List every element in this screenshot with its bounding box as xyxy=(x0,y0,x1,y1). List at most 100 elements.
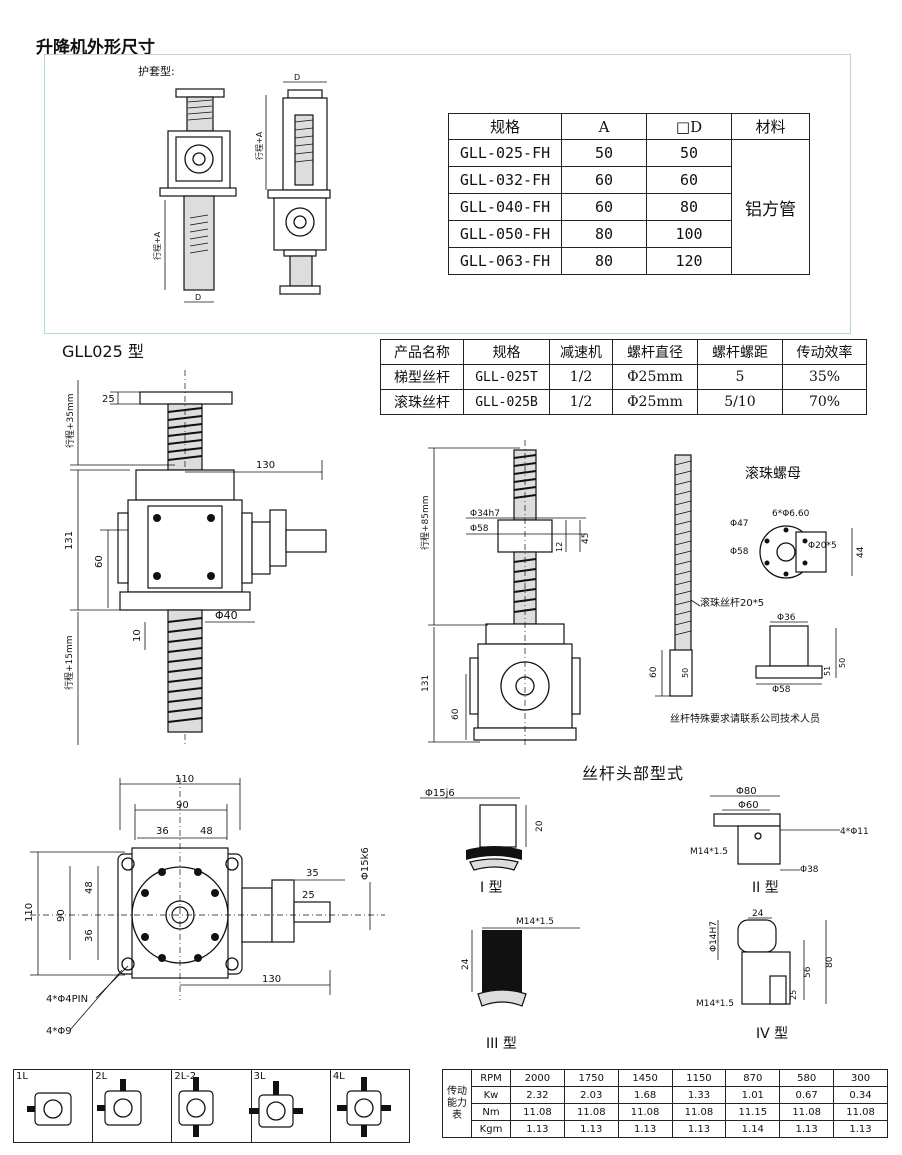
capacity-cell: 1.13 xyxy=(779,1120,835,1138)
product-cell: GLL-025B xyxy=(463,389,550,415)
dim-36-side: 36 xyxy=(84,929,95,942)
capacity-row-label: Kw xyxy=(471,1086,511,1104)
product-cell: GLL-025T xyxy=(463,364,550,390)
mount-type-2l-2: 2L-2 xyxy=(172,1070,252,1142)
capacity-cell: 1.13 xyxy=(510,1120,565,1138)
screw-head-title: 丝杆头部型式 xyxy=(582,764,685,783)
capacity-table: 传动能力表 RPM 2000 1750 1450 1150 870 580 30… xyxy=(442,1069,888,1138)
phi-47: Φ47 xyxy=(730,519,749,529)
front-view-drawing: 25 行程+35mm 130 131 60 10 Φ40 行程+15mm xyxy=(63,370,327,745)
spec-cell: GLL-032-FH xyxy=(448,166,562,194)
spec-cell: 80 xyxy=(561,220,647,248)
dim-50: 50 xyxy=(681,668,690,678)
dim-90-top: 90 xyxy=(176,800,189,811)
m14-type4: M14*1.5 xyxy=(696,999,734,1009)
left-d-label: D xyxy=(195,293,201,302)
dim-35: 35 xyxy=(306,868,319,879)
capacity-cell: 2.32 xyxy=(510,1086,565,1104)
capacity-row-label: Nm xyxy=(471,1103,511,1121)
type-4-label: IV 型 xyxy=(756,1026,788,1042)
page-title: 升降机外形尺寸 xyxy=(36,38,155,58)
spec-material: 铝方管 xyxy=(731,139,810,275)
spec-cell: 120 xyxy=(646,247,732,275)
dim-36-top: 36 xyxy=(156,826,169,837)
capacity-cell: 11.08 xyxy=(617,1103,673,1121)
capacity-cell: 0.67 xyxy=(779,1086,835,1104)
product-header: 螺杆螺距 xyxy=(697,339,783,365)
dim-25: 25 xyxy=(102,394,115,405)
screw-head-types-drawing: Φ15j6 20 I 型 Φ80 Φ60 4*Φ11 M14*1.5 Φ38 I… xyxy=(420,786,869,1052)
mount-type-label: 3L xyxy=(253,1071,266,1082)
dim-131: 131 xyxy=(64,531,75,550)
phi-58b: Φ58 xyxy=(730,547,749,557)
product-header: 产品名称 xyxy=(380,339,464,365)
product-header: 规格 xyxy=(463,339,550,365)
model-title: GLL025 型 xyxy=(62,342,144,361)
phi-36: Φ36 xyxy=(777,613,796,623)
spec-cell: GLL-050-FH xyxy=(448,220,562,248)
phi-38: Φ38 xyxy=(800,865,819,875)
dim-48-side: 48 xyxy=(84,881,95,894)
dim-48-top: 48 xyxy=(200,826,213,837)
dim-130: 130 xyxy=(256,460,275,471)
product-cell: 70% xyxy=(782,389,867,415)
product-cell: 滚珠丝杆 xyxy=(380,389,464,415)
capacity-row-label: RPM xyxy=(471,1069,511,1087)
spec-header-a: A xyxy=(561,113,647,140)
product-cell: 35% xyxy=(782,364,867,390)
spec-cell: GLL-025-FH xyxy=(448,139,562,167)
dim-12: 12 xyxy=(555,542,564,552)
product-cell: 1/2 xyxy=(549,389,613,415)
capacity-cell: 1.13 xyxy=(833,1120,888,1138)
capacity-cell: 1750 xyxy=(563,1069,619,1087)
capacity-cell: 1.68 xyxy=(617,1086,673,1104)
capacity-cell: 300 xyxy=(833,1069,888,1087)
spec-cell: 50 xyxy=(646,139,732,167)
capacity-cell: 1.14 xyxy=(725,1120,781,1138)
dim-56: 56 xyxy=(803,966,813,978)
dim-44: 44 xyxy=(856,546,866,558)
capacity-cell: 11.08 xyxy=(833,1103,888,1121)
capacity-cell: 1.13 xyxy=(563,1120,619,1138)
stroke-35-label: 行程+35mm xyxy=(64,393,76,448)
product-header: 减速机 xyxy=(549,339,613,365)
spec-cell: 60 xyxy=(646,166,732,194)
dim-110-side: 110 xyxy=(24,903,35,922)
capacity-cell: 1450 xyxy=(617,1069,673,1087)
capacity-cell: 870 xyxy=(725,1069,781,1087)
capacity-cell: 11.08 xyxy=(779,1103,835,1121)
stroke-85-label: 行程+85mm xyxy=(419,495,431,550)
capacity-cell: 11.08 xyxy=(671,1103,727,1121)
phi-58: Φ58 xyxy=(470,524,489,534)
phi-40: Φ40 xyxy=(215,609,238,622)
phi-14h7: Φ14H7 xyxy=(709,921,719,952)
capacity-row-label: Kgm xyxy=(471,1120,511,1138)
product-cell: 5/10 xyxy=(697,389,783,415)
product-cell: Φ25mm xyxy=(612,364,698,390)
capacity-cell: 11.08 xyxy=(563,1103,619,1121)
phi-15j6: Φ15j6 xyxy=(425,788,455,799)
capacity-cell: 11.08 xyxy=(510,1103,565,1121)
mount-type-label: 4L xyxy=(332,1071,345,1082)
capacity-cell: 1.33 xyxy=(671,1086,727,1104)
mount-type-label: 2L-2 xyxy=(174,1071,197,1082)
dim-130-top: 130 xyxy=(262,974,281,985)
dim-25-side: 25 xyxy=(789,990,798,1000)
capacity-cell: 11.15 xyxy=(725,1103,781,1121)
phi-60: Φ60 xyxy=(738,800,759,811)
special-note: 丝杆特殊要求请联系公司技术人员 xyxy=(670,712,820,725)
dim-80-side: 80 xyxy=(825,956,835,968)
spec-header-d: □D xyxy=(646,113,732,140)
capacity-cell: 1.01 xyxy=(725,1086,781,1104)
spec-cell: 80 xyxy=(646,193,732,221)
phi-58c: Φ58 xyxy=(772,685,791,695)
holes-6: 6*Φ6.60 xyxy=(772,509,810,519)
mount-type-4l: 4L xyxy=(331,1070,409,1142)
dim-131b: 131 xyxy=(421,675,431,692)
dim-51: 51 xyxy=(823,666,832,676)
capacity-cell: 1.13 xyxy=(671,1120,727,1138)
dim-20: 20 xyxy=(535,820,545,832)
spec-cell: 80 xyxy=(561,247,647,275)
ball-nut-title: 滚珠螺母 xyxy=(745,465,801,482)
cover-type-panel xyxy=(44,54,851,334)
